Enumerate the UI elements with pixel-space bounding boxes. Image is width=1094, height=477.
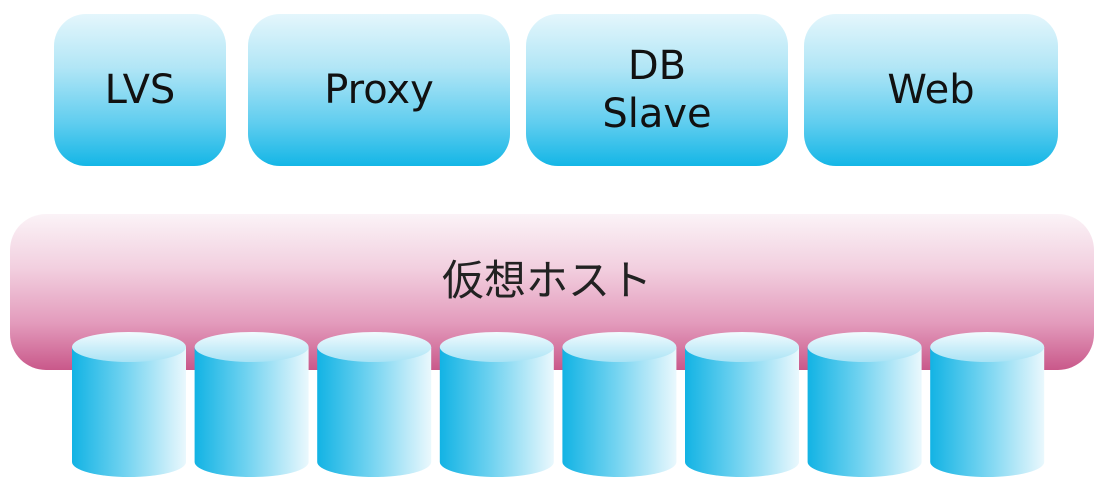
disk-body: [685, 347, 799, 477]
server-label-proxy: Proxy: [324, 67, 434, 113]
disk-top: [930, 332, 1045, 362]
disk-body: [439, 347, 554, 477]
server-label-web: Web: [887, 67, 975, 113]
disk-cylinder-icon: [194, 332, 309, 477]
server-label-db-slave: DB Slave: [602, 43, 712, 137]
disk-cylinder-icon: [72, 332, 186, 477]
disk-cylinder-icon: [317, 332, 432, 477]
disk-top: [194, 332, 309, 362]
disk-cylinder-icon: [807, 332, 922, 477]
disk-cylinder-icon: [439, 332, 554, 477]
disk-body: [317, 347, 432, 477]
server-db-slave: DB Slave: [526, 14, 788, 166]
server-row: LVS Proxy DB Slave Web: [0, 0, 1094, 190]
disk-cylinder-icon: [930, 332, 1045, 477]
disk-top: [807, 332, 922, 362]
server-label-lvs: LVS: [104, 67, 176, 113]
disk-body: [930, 347, 1045, 477]
disk-top: [562, 332, 677, 362]
disk-top: [72, 332, 186, 362]
disk-body: [72, 347, 186, 477]
disk-body: [807, 347, 922, 477]
server-web: Web: [804, 14, 1058, 166]
virtual-host-label: 仮想ホスト: [441, 256, 652, 305]
server-lvs: LVS: [54, 14, 226, 166]
disk-top: [685, 332, 799, 362]
server-proxy: Proxy: [248, 14, 510, 166]
disk-top: [439, 332, 554, 362]
disk-cylinder-icon: [562, 332, 677, 477]
disk-top: [317, 332, 432, 362]
disk-cylinder-icon: [685, 332, 799, 477]
disk-body: [194, 347, 309, 477]
disk-body: [562, 347, 677, 477]
